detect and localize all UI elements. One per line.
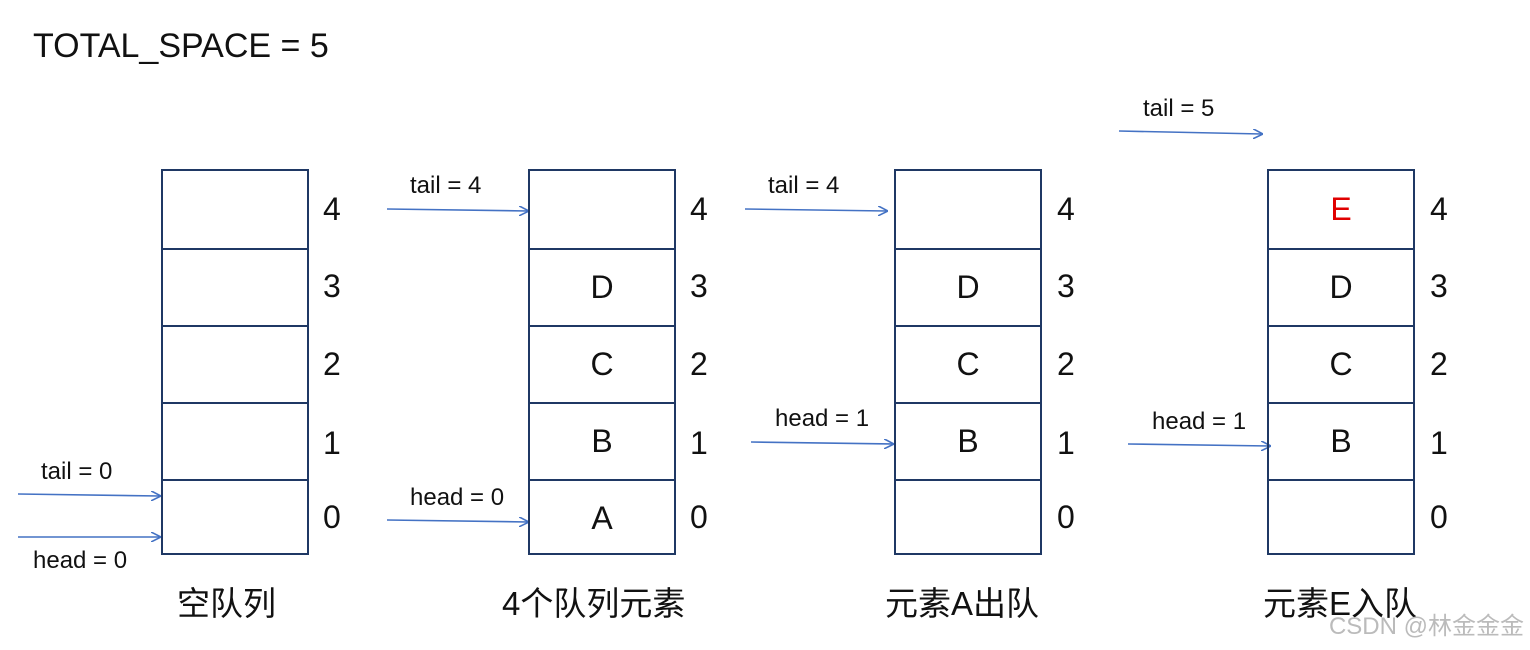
stack-4-enqueue-e: E D C B	[1267, 169, 1415, 555]
stack-3-cell-3: D	[896, 248, 1040, 325]
stack-3-index-0: 0	[1057, 499, 1075, 535]
stack-1-head-label: head = 0	[33, 547, 128, 574]
stack-2-index-3: 3	[690, 268, 708, 304]
stack-1-cell-0	[163, 479, 307, 556]
stack-4-cell-2: C	[1269, 325, 1413, 402]
stack-4-index-4: 4	[1430, 191, 1448, 227]
stack-2-tail-label: tail = 4	[410, 172, 482, 199]
stack-2-cell-1: B	[530, 402, 674, 479]
stack-1-empty-queue	[161, 169, 309, 555]
stack-1-cell-3	[163, 248, 307, 325]
stack-4-cell-4-highlight: E	[1330, 191, 1352, 227]
stack-4-caption: 元素E入队	[1263, 585, 1418, 622]
stack-1-index-4: 4	[323, 191, 341, 227]
stack-4-tail-label: tail = 5	[1143, 95, 1215, 122]
watermark: CSDN @林金金金	[1328, 613, 1524, 640]
stack-3-index-3: 3	[1057, 268, 1075, 304]
stack-4-head-label: head = 1	[1152, 408, 1247, 435]
diagram-title: TOTAL_SPACE = 5	[33, 27, 329, 65]
stack-1-cell-4	[163, 171, 307, 248]
stack-1-tail-label: tail = 0	[41, 458, 113, 485]
stack-2-cell-0: A	[530, 479, 674, 556]
stack-2-index-1: 1	[690, 425, 708, 461]
stack-1-index-1: 1	[323, 425, 341, 461]
stack-2-index-0: 0	[690, 499, 708, 535]
stack-1-index-0: 0	[323, 499, 341, 535]
stack-3-cell-1: B	[896, 402, 1040, 479]
stack-2-tail-arrow	[386, 209, 528, 211]
stack-3-cell-0	[896, 479, 1040, 556]
stack-2-cell-4	[530, 171, 674, 248]
stack-1-cell-2	[163, 325, 307, 402]
stack-4-index-2: 2	[1430, 346, 1448, 382]
stack-4-cell-1: B	[1269, 402, 1413, 479]
stack-3-dequeue-a: D C B	[894, 169, 1042, 555]
stack-3-index-2: 2	[1057, 346, 1075, 382]
stack-2-caption: 4个队列元素	[502, 585, 686, 622]
stack-3-index-4: 4	[1057, 191, 1075, 227]
stack-3-caption: 元素A出队	[885, 585, 1040, 622]
stack-2-index-4: 4	[690, 191, 708, 227]
stack-2-head-arrow	[386, 520, 528, 522]
stack-3-tail-arrow	[744, 209, 887, 211]
stack-4-tail-arrow	[1118, 131, 1262, 134]
stack-2-head-label: head = 0	[410, 484, 505, 511]
stack-4-cell-0	[1269, 479, 1413, 556]
stack-4-index-1: 1	[1430, 425, 1448, 461]
stack-3-tail-label: tail = 4	[768, 172, 840, 199]
stack-1-caption: 空队列	[177, 585, 276, 622]
stack-3-index-1: 1	[1057, 425, 1075, 461]
stack-2-cell-3: D	[530, 248, 674, 325]
stack-1-cell-1	[163, 402, 307, 479]
stack-3-cell-2: C	[896, 325, 1040, 402]
stack-4-head-arrow	[1127, 444, 1270, 446]
stack-3-head-label: head = 1	[775, 405, 870, 432]
stack-2-four-elements: D C B A	[528, 169, 676, 555]
stack-3-head-arrow	[750, 442, 893, 444]
stack-2-index-2: 2	[690, 346, 708, 382]
stack-1-tail-arrow	[17, 494, 160, 496]
stack-1-index-2: 2	[323, 346, 341, 382]
stack-2-cell-2: C	[530, 325, 674, 402]
stack-3-cell-4	[896, 171, 1040, 248]
stack-1-index-3: 3	[323, 268, 341, 304]
stack-4-cell-3: D	[1269, 248, 1413, 325]
stack-4-index-0: 0	[1430, 499, 1448, 535]
stack-4-index-3: 3	[1430, 268, 1448, 304]
